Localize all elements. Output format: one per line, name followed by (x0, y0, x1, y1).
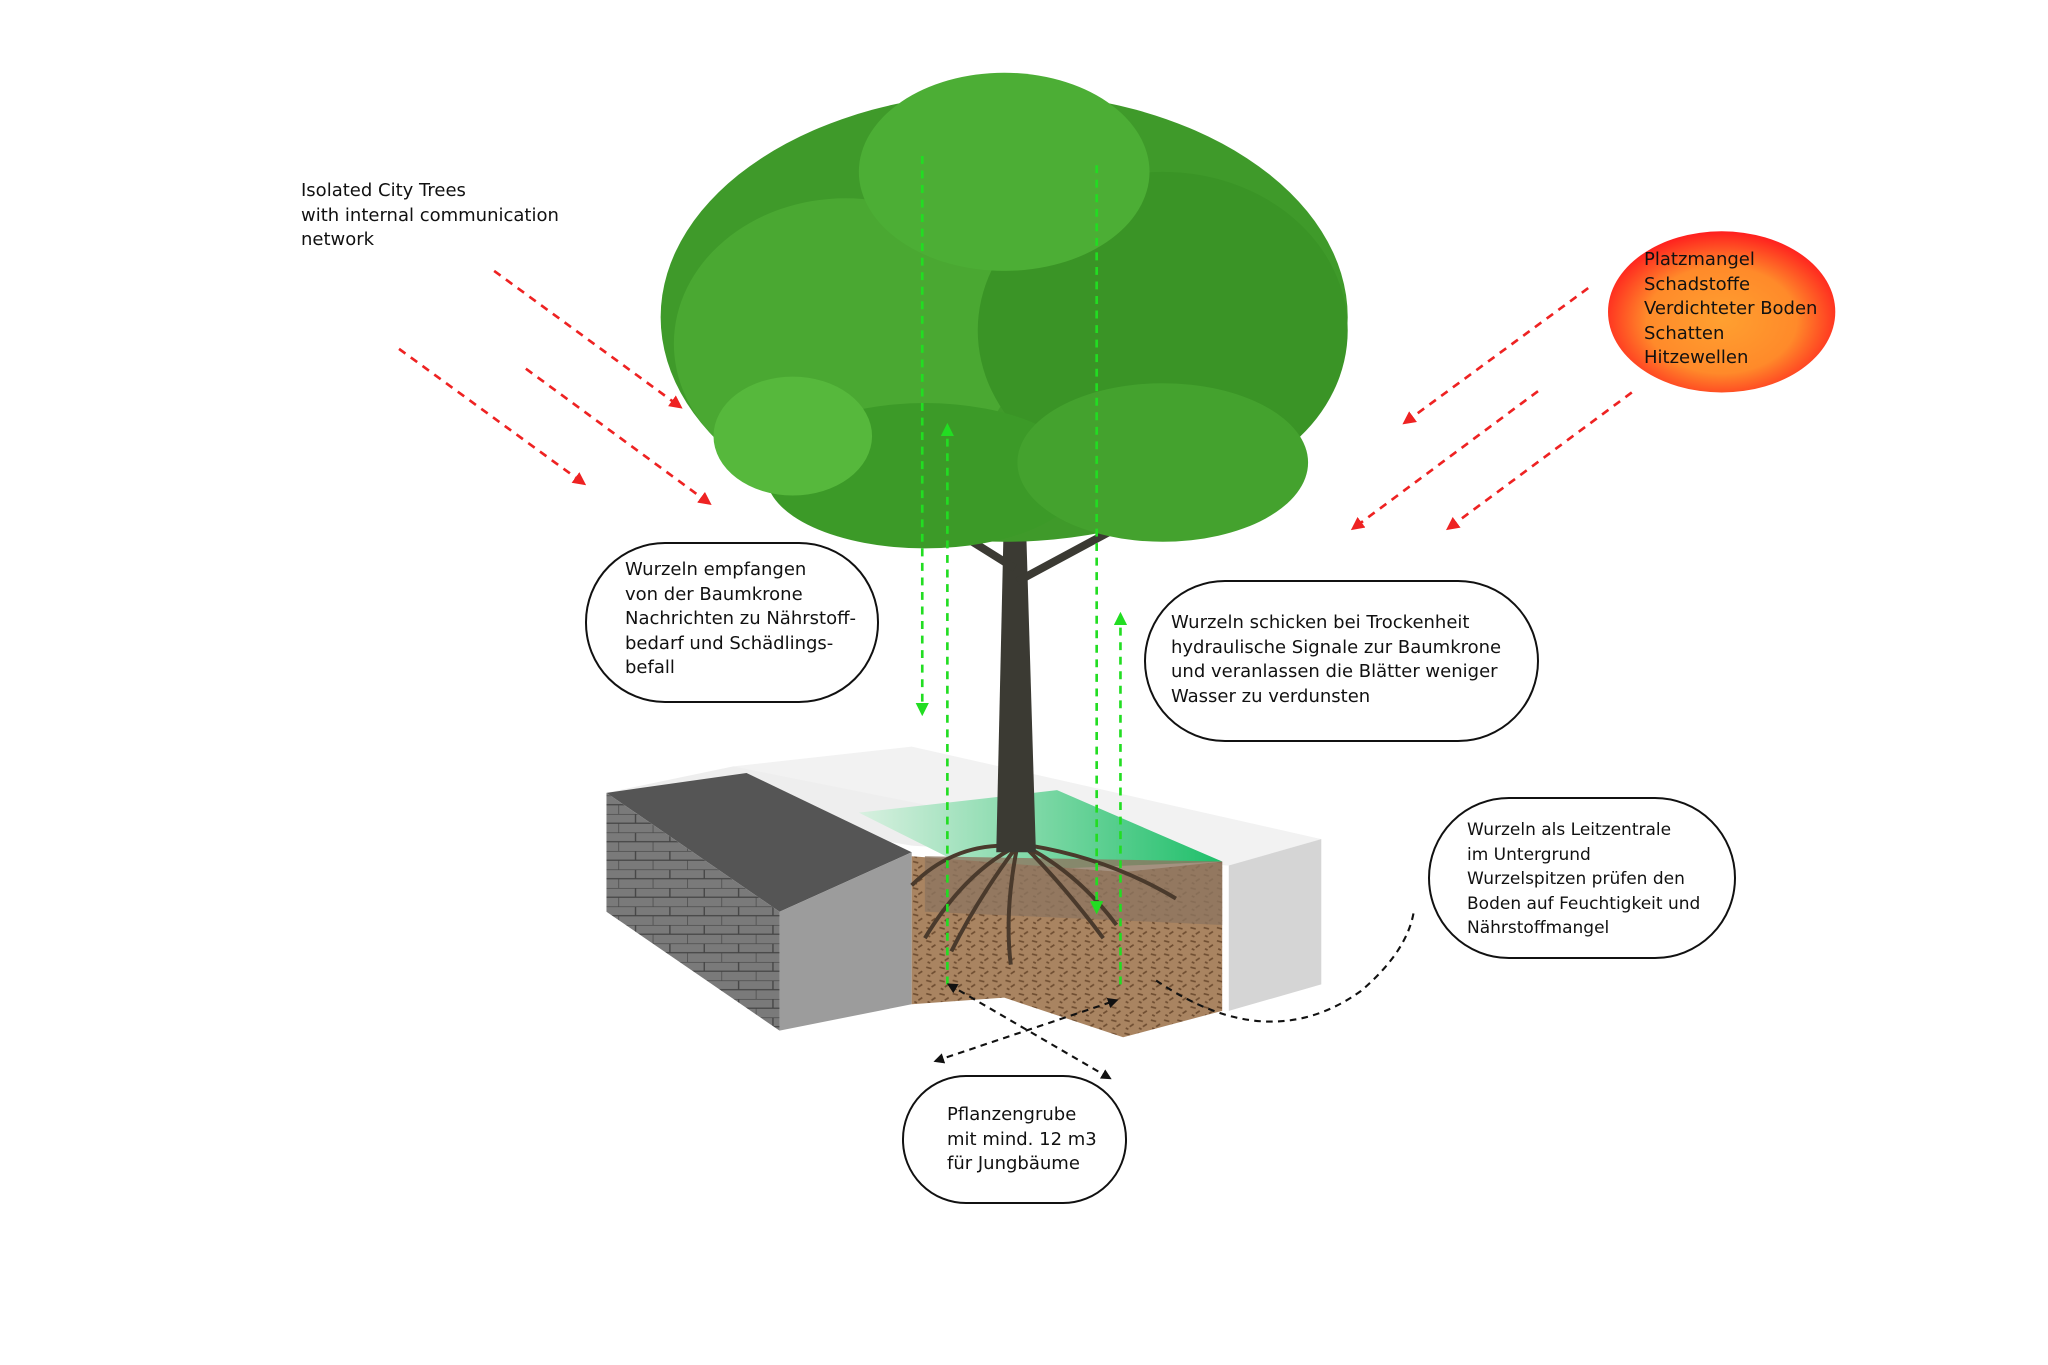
stress-factors-blob (1608, 231, 1836, 393)
roots (910, 843, 1177, 965)
bubble-line: und veranlassen die Blätter weniger (1171, 661, 1498, 682)
bubble-line: Pflanzengrube (947, 1104, 1077, 1125)
signal-arrows (915, 155, 1128, 985)
bubble-line: Wurzeln als Leitzentrale (1467, 820, 1672, 840)
bubble-line: Nährstoffmangel (1467, 918, 1610, 938)
bubble-send-text: Wurzeln schicken bei Trockenheit hydraul… (1171, 611, 1501, 709)
bubble-receive-text: Wurzeln empfangen von der Baumkrone Nach… (625, 558, 856, 681)
bubble-line: befall (625, 657, 675, 678)
bubble-line: Wurzeln schicken bei Trockenheit (1171, 612, 1470, 633)
stress-arrows (398, 269, 1633, 531)
stress-factors-list: Platzmangel Schadstoffe Verdichteter Bod… (1644, 248, 1817, 371)
title-line: with internal communication (301, 204, 559, 226)
stress-factor: Schatten (1644, 322, 1725, 344)
dimension-arrows (933, 911, 1415, 1080)
bubble-line: Wasser zu verdunsten (1171, 685, 1371, 707)
bubble-control-text: Wurzeln als Leitzentrale im Untergrund W… (1467, 818, 1700, 941)
bubble-line: hydraulische Signale zur Baumkrone (1171, 636, 1502, 658)
bubble-line: mit mind. 12 m3 (947, 1128, 1097, 1150)
title-line: Isolated City Trees (301, 180, 466, 201)
bubble-line: Wurzeln empfangen (625, 559, 807, 580)
diagram-title: Isolated City Trees with internal commun… (301, 179, 559, 253)
stress-factor: Verdichteter Boden (1644, 298, 1818, 319)
stress-factor: Schadstoffe (1644, 273, 1751, 295)
bubble-line: von der Baumkrone (625, 583, 803, 605)
bubble-line: im Untergrund (1467, 844, 1591, 865)
stress-factor: Platzmangel (1644, 249, 1755, 270)
bubble-control (1428, 797, 1736, 959)
tree (660, 72, 1348, 853)
bubble-receive (585, 542, 879, 703)
bubble-send (1144, 580, 1539, 742)
bubble-line: Wurzelspitzen prüfen den (1467, 869, 1685, 889)
stress-factor: Hitzewellen (1644, 347, 1749, 368)
bubble-line: bedarf und Schädlings- (625, 632, 834, 654)
title-line: network (301, 229, 375, 250)
bubble-line: Boden auf Feuchtigkeit und (1467, 893, 1701, 914)
bubble-pit-text: Pflanzengrube mit mind. 12 m3 für Jungbä… (947, 1103, 1097, 1177)
bubble-line: für Jungbäume (947, 1153, 1080, 1174)
bubble-line: Nachrichten zu Nährstoff- (625, 608, 856, 629)
bubble-pit (902, 1075, 1127, 1204)
